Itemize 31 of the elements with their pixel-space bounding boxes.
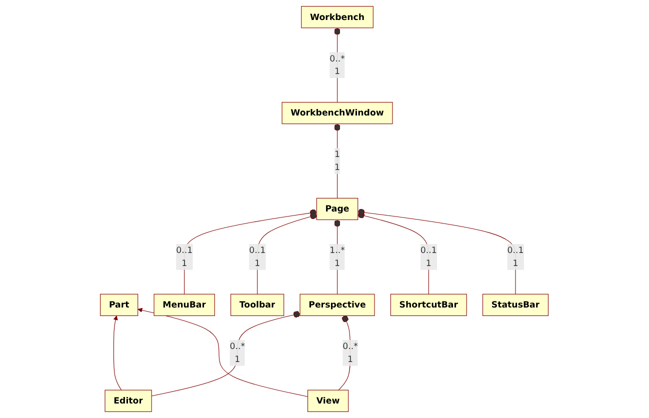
node-box: Editor	[104, 390, 152, 412]
label: 1	[254, 258, 260, 268]
label: 0..*	[230, 341, 246, 352]
label: 1	[334, 258, 340, 268]
node-box: StatusBar	[482, 294, 549, 316]
label: 1..*	[330, 245, 346, 256]
node-box: MenuBar	[154, 294, 216, 316]
node-box: Part	[100, 294, 138, 316]
label: 0..1	[507, 245, 524, 256]
label: 1	[182, 258, 188, 268]
node-box: Workbench	[301, 6, 374, 28]
node-box: Perspective	[300, 294, 375, 316]
label: 1	[334, 149, 340, 160]
arrow	[113, 316, 122, 390]
label: 0..1	[176, 245, 193, 256]
node-box: Page	[316, 198, 358, 220]
arrow	[138, 308, 308, 397]
label: 1	[348, 354, 354, 364]
label: 0..*	[342, 341, 358, 352]
node-box: View	[308, 390, 349, 412]
label: 0..*	[330, 53, 346, 64]
label: 1	[426, 258, 432, 268]
node-box: Toolbar	[230, 294, 284, 316]
node-box: ShortcutBar	[390, 294, 468, 316]
label: 1	[234, 354, 240, 364]
label: 0..1	[420, 245, 438, 256]
node-box: WorkbenchWindow	[282, 102, 393, 124]
label: 1	[334, 66, 340, 76]
label: 1	[334, 162, 340, 172]
label: 0..1	[249, 245, 266, 256]
label: 1	[512, 258, 518, 268]
